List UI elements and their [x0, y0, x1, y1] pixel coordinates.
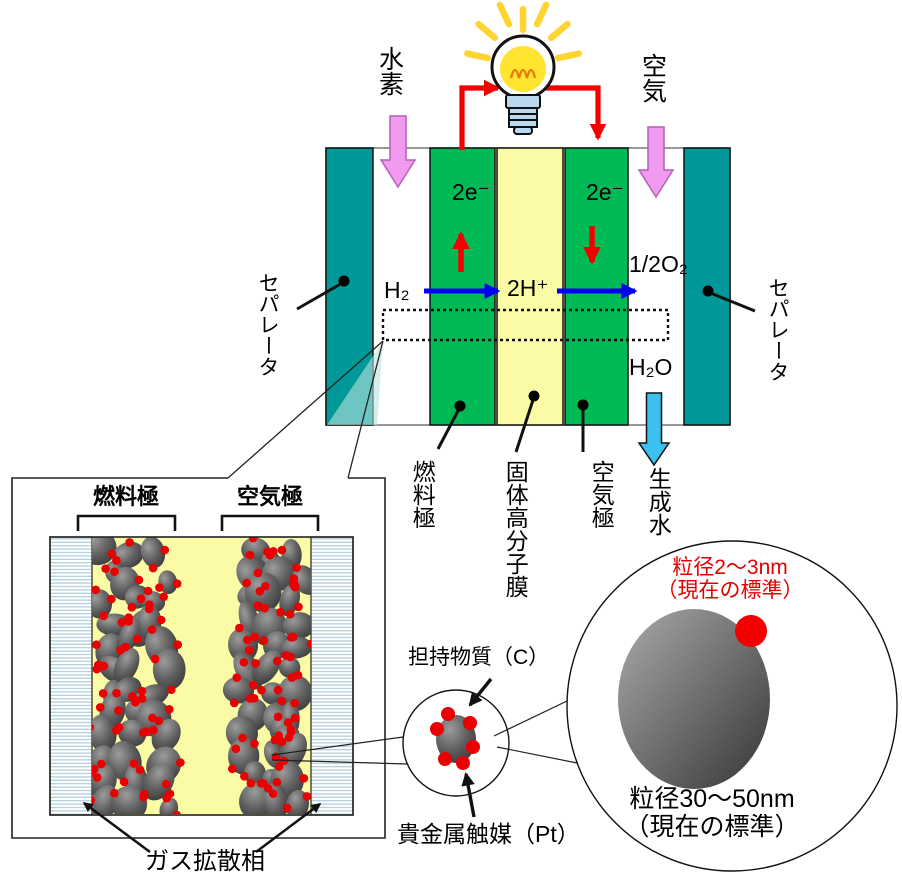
label-product-water: 生成水 [645, 467, 672, 536]
label-membrane: 固体高分子膜 [502, 460, 529, 598]
label-hydrogen: 水素 [375, 46, 404, 96]
gas-diffusion-layer-left [49, 536, 93, 816]
label-air: 空気 [638, 53, 667, 103]
label-support-material: 担持物質（C） [408, 646, 550, 669]
label-pt-size: 粒径2～3nm [672, 556, 788, 579]
label-separator-left: セパレータ [256, 272, 280, 377]
label-electrons-anode: 2e⁻ [452, 179, 490, 205]
label-air-electrode: 空気極 [588, 460, 615, 529]
detail-label-fuel-electrode: 燃料極 [93, 484, 160, 509]
catalyst-arrow [461, 771, 476, 818]
detail-label-air-electrode: 空気極 [237, 484, 304, 509]
particle-cone-upper-line [271, 736, 404, 756]
label-carbon-size: 粒径30～50nm [629, 785, 795, 813]
particle-cone-lower-line [271, 759, 408, 765]
product-water-arrow [637, 392, 671, 467]
membrane-bar [496, 147, 564, 426]
label-fuel-electrode: 燃料極 [409, 460, 436, 529]
size-cone-lower-line [496, 746, 578, 764]
label-pt-size-block: 粒径2～3nm （現在の標準） [630, 556, 830, 602]
carbon-particle-large [618, 609, 770, 789]
label-carbon-size-block: 粒径30～50nm （現在の標準） [612, 785, 812, 841]
fuel-cell-stack [325, 147, 731, 426]
label-separator-right: セパレータ [766, 277, 790, 382]
hydrogen-inlet-arrow [379, 115, 417, 189]
air-inlet-arrow [637, 126, 675, 199]
label-protons: 2H⁺ [507, 275, 549, 301]
label-h2o: H₂O [629, 354, 673, 380]
electrode-detail-box [11, 477, 386, 854]
cathode-bar [564, 147, 629, 426]
zoom-cone-left-line [227, 340, 384, 479]
label-gas-diffusion: ガス拡散相 [145, 848, 265, 875]
support-material-arrow [468, 677, 493, 707]
zoom-region-dotted-box [381, 308, 670, 342]
callout-dots [338, 275, 714, 412]
callout-lines [296, 280, 756, 453]
pt-dots [430, 707, 480, 770]
light-bulb-icon [464, 1, 582, 135]
size-cone-upper-line [493, 700, 568, 737]
label-carbon-size-note: （現在の標準） [624, 812, 800, 841]
gas-diffusion-layer-right [310, 536, 354, 816]
air-electrode-bracket [220, 514, 320, 531]
fuel-electrode-bracket [76, 514, 177, 531]
particle-size-circle [566, 540, 898, 872]
catalyst-particles [92, 537, 311, 814]
zoom-triangle [327, 341, 383, 425]
label-catalyst: 貴金属触媒（Pt） [397, 821, 580, 847]
label-electrons-cathode: 2e⁻ [586, 179, 624, 205]
gas-diffusion-arrow-right [255, 803, 322, 853]
pt-particle-large [735, 615, 767, 647]
anode-bar [429, 147, 496, 426]
label-half-o2: 1/2O₂ [629, 251, 688, 277]
gas-diffusion-arrow-left [82, 801, 151, 854]
circuit-wires [459, 79, 607, 150]
label-pt-size-note: （現在の標準） [656, 579, 804, 603]
label-h2: H₂ [384, 277, 410, 303]
zoom-cone-right-line [347, 340, 384, 479]
carbon-particle-circle [402, 677, 510, 818]
bulb-rays [464, 1, 582, 62]
